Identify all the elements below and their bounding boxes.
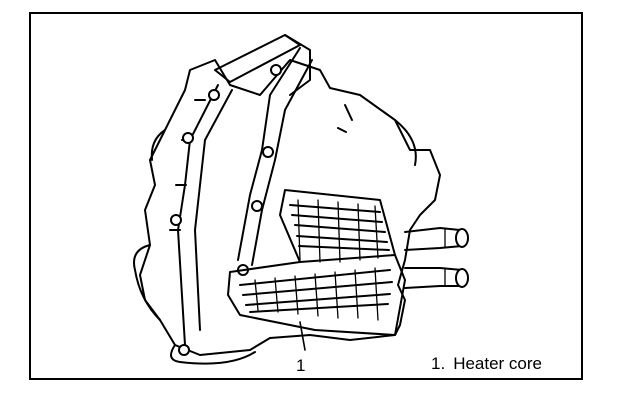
heater-core bbox=[227, 189, 406, 336]
legend-item-1: 1. Heater core bbox=[431, 354, 542, 374]
legend-text: Heater core bbox=[453, 354, 543, 373]
legend-number: 1. bbox=[431, 354, 446, 373]
callout-leader-1 bbox=[299, 321, 306, 351]
callout-1: 1 bbox=[296, 356, 306, 375]
retainer-bracket bbox=[169, 34, 313, 346]
heater-core-pipes bbox=[404, 227, 469, 289]
figure-frame bbox=[29, 12, 583, 380]
heater-case bbox=[133, 59, 441, 365]
